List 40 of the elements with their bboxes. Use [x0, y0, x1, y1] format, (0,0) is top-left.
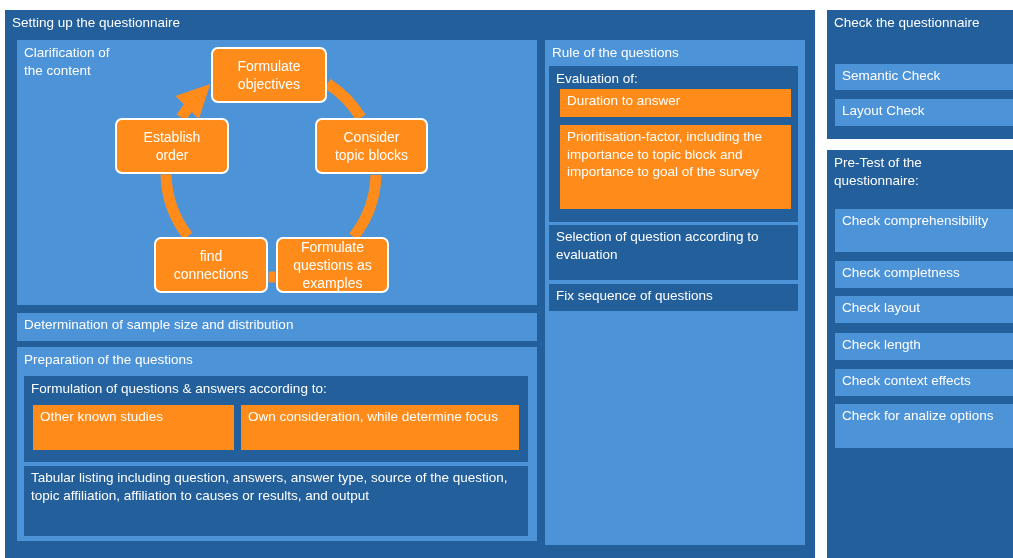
connector-arc	[160, 173, 193, 240]
step-box: Consider topic blocks	[315, 118, 428, 174]
step-box: find connections	[154, 237, 268, 293]
panel-heading: Rule of the questions	[552, 44, 680, 62]
text-box: Tabular listing including question, answers, answer type, source of the question, topic affiliation, affiliation to causes or results, and output	[24, 466, 528, 536]
section-panel	[17, 40, 537, 305]
text-box: Determination of sample size and distribution	[17, 313, 537, 341]
section-panel	[17, 347, 537, 541]
panel-heading: Setting up the questionnaire	[12, 14, 182, 32]
section-panel	[545, 40, 805, 545]
panel-heading: Pre-Test of the questionnaire:	[834, 154, 923, 190]
section-panel	[827, 150, 1013, 558]
text-box: Check comprehensibility	[835, 209, 1013, 252]
connector-arc	[268, 271, 276, 283]
section-panel	[5, 10, 815, 558]
text-box: Prioritisation-factor, including the importance to topic block and importance to goal of the survey	[560, 125, 791, 209]
text-box: Check completness	[835, 261, 1013, 288]
panel-heading: Preparation of the questions	[24, 351, 194, 369]
panel-heading: Clarification of the content	[24, 44, 111, 80]
panel-heading: Evaluation of:	[556, 70, 639, 88]
panel-heading: Formulation of questions & answers according to:	[31, 380, 328, 398]
text-box: Other known studies	[33, 405, 234, 450]
text-box: Layout Check	[835, 99, 1013, 126]
text-box: Own consideration, while determine focus	[241, 405, 519, 450]
step-box: Formulate objectives	[211, 47, 327, 103]
text-box: Check context effects	[835, 369, 1013, 396]
section-panel	[827, 10, 1013, 139]
text-box: Check layout	[835, 296, 1013, 323]
step-box: Formulate questions as examples	[276, 237, 389, 293]
text-box: Semantic Check	[835, 64, 1013, 90]
step-box: Establish order	[115, 118, 229, 174]
text-box: Check length	[835, 333, 1013, 360]
text-box: Selection of question according to evaluation	[549, 225, 798, 280]
text-box: Check for analize options	[835, 404, 1013, 448]
text-box: Duration to answer	[560, 89, 791, 117]
text-box: Fix sequence of questions	[549, 284, 798, 311]
section-panel	[549, 66, 798, 222]
section-panel	[24, 376, 528, 462]
panel-heading: Check the questionnaire	[834, 14, 981, 32]
arrow	[175, 83, 210, 121]
